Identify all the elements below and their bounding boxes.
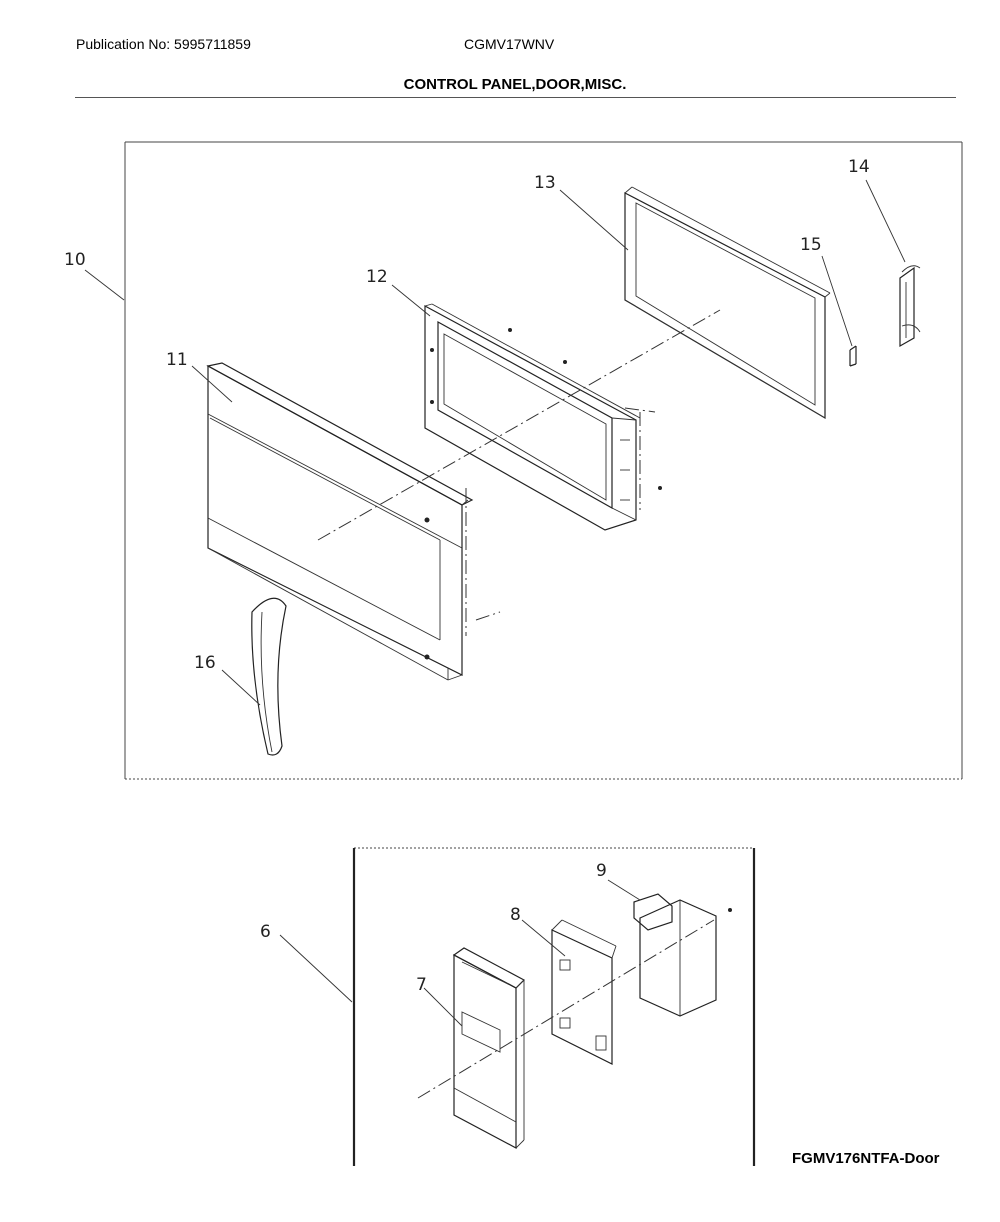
part-8-board-bracket — [551, 919, 617, 1065]
assembly-centerlines-upper — [317, 309, 721, 636]
publication-number: Publication No: 5995711859 — [76, 36, 251, 52]
part-7-control-panel — [452, 947, 525, 1149]
part-15-latch-spring — [849, 345, 857, 367]
header-rule — [75, 97, 956, 98]
leader-lines-lower — [279, 879, 641, 1027]
callout-12: 12 — [366, 267, 388, 287]
control-panel-box — [352, 847, 756, 1166]
diagram-code: FGMV176NTFA-Door — [792, 1150, 940, 1167]
callout-15: 15 — [800, 235, 822, 255]
door-assembly-box — [124, 141, 963, 780]
part-12-inner-door-frame — [424, 303, 662, 531]
callout-16: 16 — [194, 653, 216, 673]
part-13-choke-frame — [624, 186, 831, 420]
callout-7: 7 — [416, 975, 427, 995]
leader-lines-upper — [84, 179, 906, 706]
assembly-centerline-lower — [417, 919, 715, 1099]
callout-8: 8 — [510, 905, 521, 925]
callout-10: 10 — [64, 250, 86, 270]
page-title: CONTROL PANEL,DOOR,MISC. — [403, 76, 627, 93]
part-11-door-panel — [206, 362, 474, 681]
callout-6: 6 — [260, 922, 271, 942]
callout-13: 13 — [534, 173, 556, 193]
callout-9: 9 — [596, 861, 607, 881]
callout-14: 14 — [848, 157, 870, 177]
part-9-control-board — [633, 893, 732, 1017]
callout-11: 11 — [166, 350, 188, 370]
part-14-latch-hook — [899, 265, 921, 348]
part-16-door-handle — [251, 597, 287, 756]
model-number: CGMV17WNV — [464, 36, 555, 52]
